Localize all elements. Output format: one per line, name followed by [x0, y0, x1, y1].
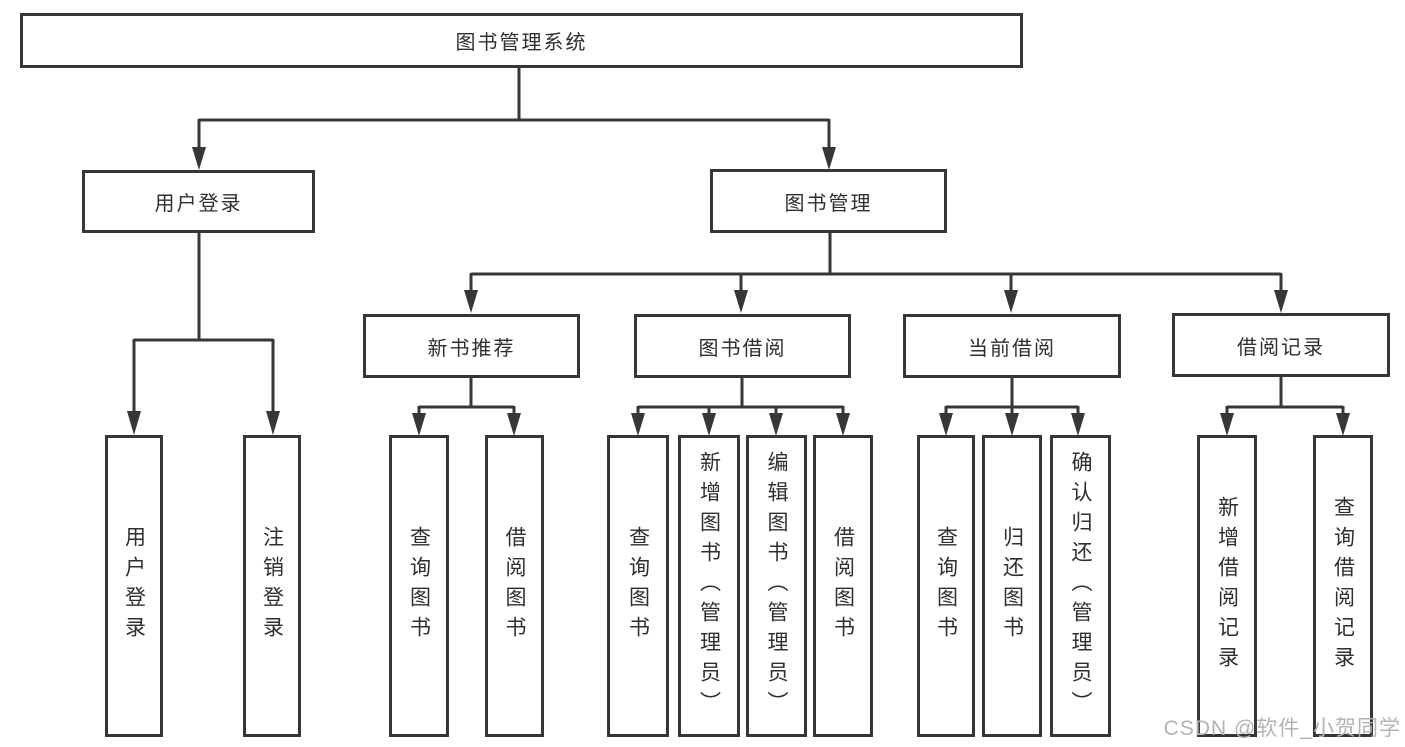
node-book-borrowing: 图书借阅: [634, 314, 851, 378]
leaf-add-books-admin: 新增图书（管理员）: [678, 435, 740, 737]
leaf-query-books-current: 查询图书: [917, 435, 975, 737]
leaf-edit-books-admin: 编辑图书（管理员）: [746, 435, 807, 737]
leaf-confirm-return-admin: 确认归还（管理员）: [1050, 435, 1111, 737]
node-user-login: 用户登录: [82, 170, 315, 233]
csdn-watermark: CSDN @软件_小贺同学: [1163, 717, 1401, 740]
leaf-logout: 注销登录: [243, 435, 301, 737]
node-library-management-system: 图书管理系统: [20, 13, 1023, 68]
leaf-query-borrow-record: 查询借阅记录: [1313, 435, 1373, 737]
node-current-borrowing: 当前借阅: [903, 314, 1121, 378]
leaf-query-books-borrowing: 查询图书: [607, 435, 669, 737]
node-borrow-records: 借阅记录: [1172, 313, 1390, 377]
node-book-management: 图书管理: [710, 169, 947, 233]
leaf-return-books: 归还图书: [982, 435, 1042, 737]
leaf-borrow-books-recommend: 借阅图书: [485, 435, 544, 737]
leaf-borrow-books: 借阅图书: [813, 435, 873, 737]
node-new-book-recommend: 新书推荐: [363, 314, 580, 378]
leaf-query-books-recommend: 查询图书: [389, 435, 449, 737]
leaf-user-login: 用户登录: [105, 435, 163, 737]
leaf-add-borrow-record: 新增借阅记录: [1197, 435, 1257, 737]
